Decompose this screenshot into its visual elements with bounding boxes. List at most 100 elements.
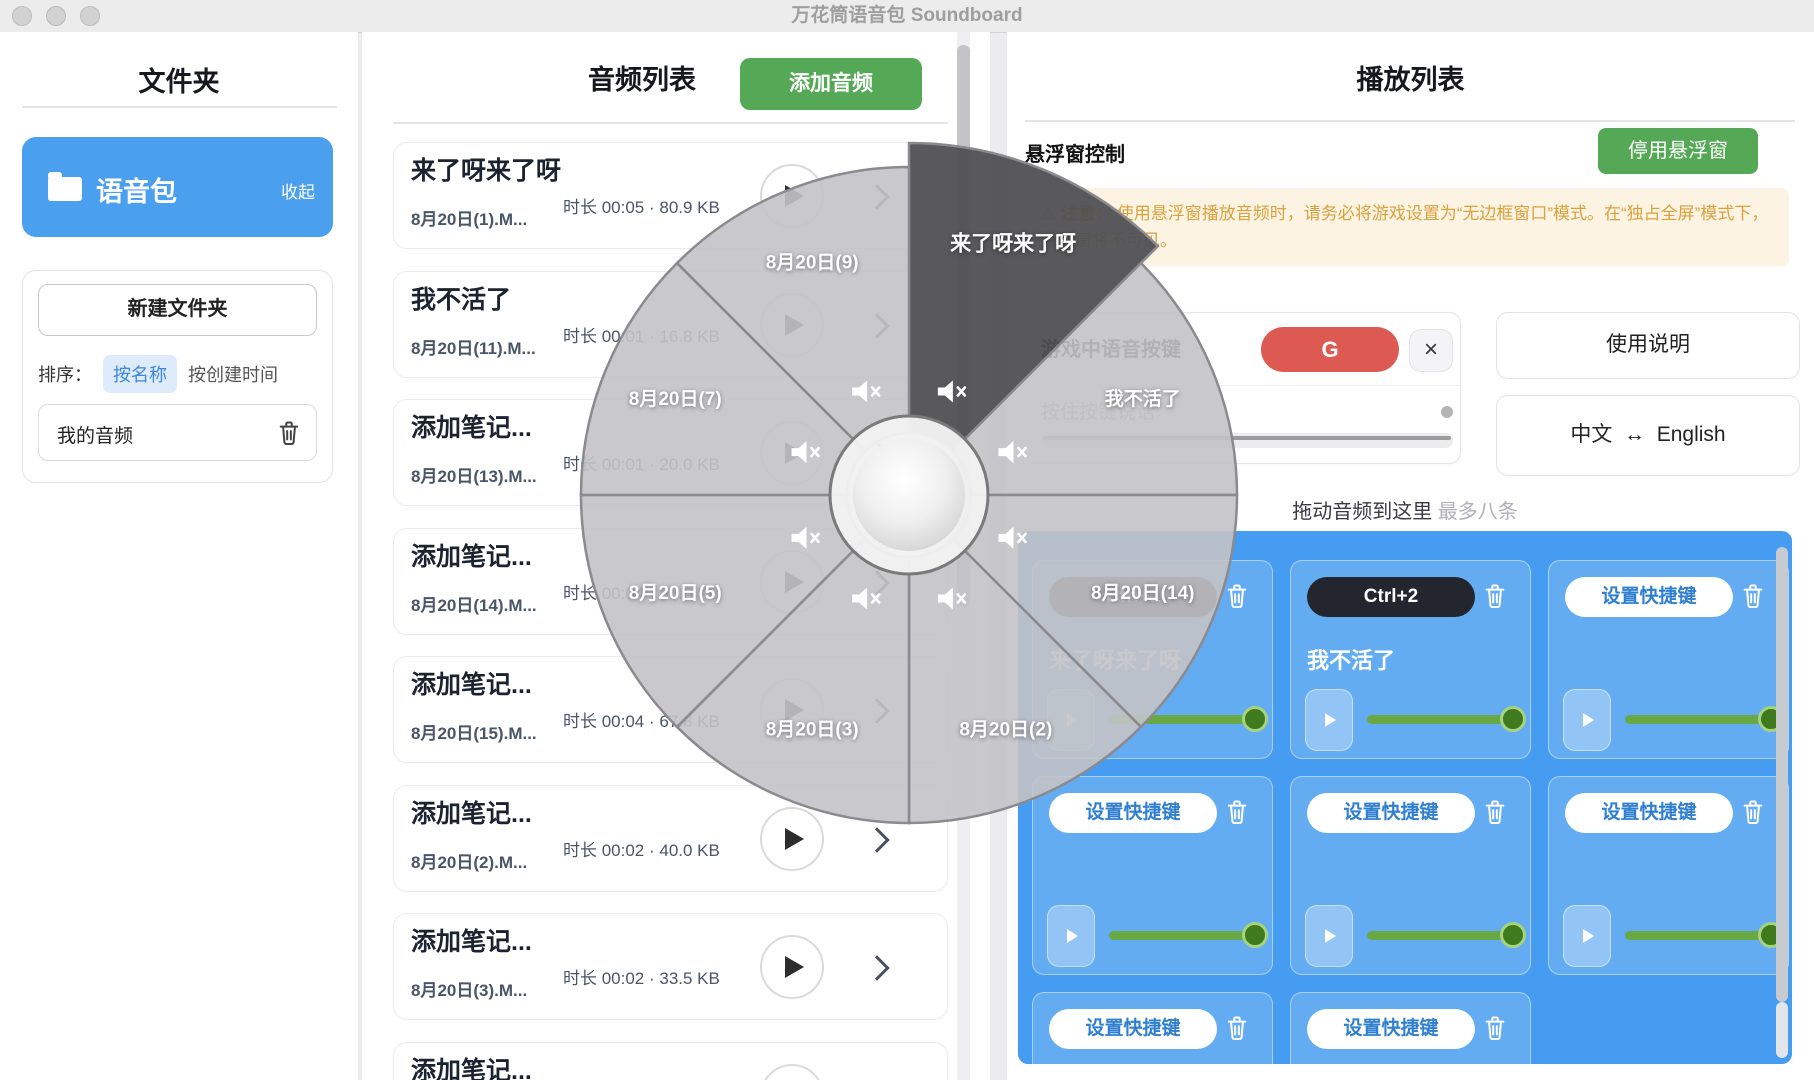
shortcut-pill[interactable]: Ctrl+2 — [1307, 577, 1475, 617]
scrollbar-track[interactable] — [1776, 1002, 1788, 1058]
audio-item-title: 添加笔记... — [411, 928, 532, 956]
folder-list-item[interactable]: 我的音频 — [38, 404, 317, 461]
trash-icon[interactable] — [1226, 799, 1248, 825]
audio-item-filename: 8月20日(14).M... — [411, 595, 537, 615]
chevron-right-icon[interactable] — [864, 826, 890, 853]
audio-item-filename: 8月20日(11).M... — [411, 338, 536, 358]
audio-item-title: 我不活了 — [411, 285, 512, 314]
voice-key-value-button[interactable]: G — [1261, 327, 1399, 372]
folder-tools-card: 新建文件夹 排序： 按名称 按创建时间 我的音频 — [22, 270, 333, 483]
trash-icon[interactable] — [1226, 583, 1248, 609]
audio-item-title: 添加笔记... — [411, 1056, 532, 1080]
float-window-control-label: 悬浮窗控制 — [1025, 144, 1125, 166]
sort-by-name-chip[interactable]: 按名称 — [103, 355, 177, 393]
trash-icon[interactable] — [1484, 583, 1506, 609]
trash-icon[interactable] — [1226, 1015, 1248, 1041]
play-icon — [1583, 713, 1594, 727]
shortcut-pill[interactable]: 设置快捷键 — [1565, 793, 1733, 833]
zoom-window-button[interactable] — [80, 6, 100, 26]
audio-item-meta: 时长 00:05 · 80.9 KB — [563, 198, 720, 217]
playlist-title: 播放列表 — [1356, 65, 1465, 95]
audio-item-filename: 8月20日(1).M... — [411, 210, 528, 229]
drop-zone-hint: 拖动音频到这里 最多八条 — [1018, 495, 1792, 524]
sort-by-time-option[interactable]: 按创建时间 — [188, 365, 278, 385]
trash-icon[interactable] — [1742, 799, 1764, 825]
clear-key-button[interactable]: × — [1409, 329, 1453, 372]
chevron-right-icon[interactable] — [864, 955, 890, 981]
shortcut-pill[interactable]: 设置快捷键 — [1049, 1009, 1217, 1049]
drop-hint-limit: 最多八条 — [1437, 501, 1518, 523]
audio-list-item[interactable]: 添加笔记... — [393, 1041, 948, 1080]
volume-slider-knob[interactable] — [1500, 706, 1526, 732]
audio-list-title: 音频列表 — [588, 65, 696, 95]
playlist-slot[interactable]: 设置快捷键 — [1290, 776, 1531, 975]
sort-row: 排序： 按名称 按创建时间 — [38, 355, 317, 393]
playlist-slot[interactable]: 设置快捷键 — [1548, 776, 1789, 975]
volume-slider-knob[interactable] — [1242, 706, 1268, 732]
new-folder-button[interactable]: 新建文件夹 — [38, 284, 317, 336]
play-icon — [1325, 929, 1336, 943]
divider — [1025, 120, 1795, 122]
shortcut-pill[interactable]: 设置快捷键 — [1307, 793, 1475, 833]
titlebar: 万花筒语音包 Soundboard — [0, 0, 1814, 33]
play-icon — [785, 827, 804, 850]
audio-item-meta: 时长 00:02 · 40.0 KB — [563, 840, 720, 860]
language-toggle-button[interactable]: 中文 ↔ English — [1496, 395, 1800, 476]
trash-icon[interactable] — [1484, 1015, 1506, 1041]
volume-slider[interactable] — [1625, 715, 1774, 724]
audio-item-meta: 时长 00:02 · 33.5 KB — [563, 969, 720, 988]
play-button[interactable] — [760, 806, 824, 871]
trash-icon[interactable] — [1484, 799, 1506, 825]
help-button[interactable]: 使用说明 — [1496, 312, 1800, 379]
volume-slider[interactable] — [1109, 715, 1258, 724]
divider — [1022, 385, 1462, 386]
volume-slider-knob[interactable] — [1242, 922, 1268, 948]
volume-slider-knob[interactable] — [1500, 922, 1526, 948]
playlist-slot[interactable]: 设置快捷键 — [1032, 992, 1273, 1064]
close-window-button[interactable] — [12, 6, 32, 26]
swap-arrow-icon: ↔ — [1624, 423, 1646, 446]
slot-audio-label: 我不活了 — [1307, 648, 1396, 673]
playlist-slot[interactable]: 设置快捷键 — [1548, 560, 1789, 759]
collapse-button[interactable]: 收起 — [281, 183, 315, 202]
volume-slider[interactable] — [1367, 931, 1516, 940]
play-button[interactable] — [760, 1063, 824, 1080]
playlist-slot[interactable]: 设置快捷键 — [1290, 992, 1531, 1064]
add-audio-button[interactable]: 添加音频 — [740, 58, 922, 110]
play-icon — [1325, 713, 1336, 727]
trash-icon[interactable] — [1742, 583, 1764, 609]
audio-item-title: 添加笔记... — [411, 414, 532, 442]
slot-play-button[interactable] — [1563, 689, 1611, 751]
folder-card-voicepack[interactable]: 语音包 收起 — [22, 137, 333, 237]
scrollbar-thumb[interactable] — [1776, 547, 1788, 1002]
slot-play-button[interactable] — [1305, 905, 1353, 967]
volume-slider[interactable] — [1109, 931, 1258, 940]
folder-name: 语音包 — [96, 177, 177, 207]
slot-play-button[interactable] — [1563, 905, 1611, 967]
audio-item-title: 添加笔记... — [411, 542, 532, 571]
shortcut-pill[interactable]: 设置快捷键 — [1307, 1009, 1475, 1049]
level-indicator-dot — [1441, 406, 1453, 418]
window-title: 万花筒语音包 Soundboard — [791, 5, 1023, 26]
volume-slider[interactable] — [1367, 715, 1516, 724]
audio-list-item[interactable]: 添加笔记... 8月20日(3).M... 时长 00:02 · 33.5 KB — [393, 913, 948, 1020]
slot-play-button[interactable] — [1047, 905, 1095, 967]
playlist-slot[interactable]: Ctrl+2 我不活了 — [1290, 560, 1531, 759]
slot-play-button[interactable] — [1305, 689, 1353, 751]
audio-item-title: 添加笔记... — [411, 671, 532, 699]
volume-slider[interactable] — [1625, 931, 1774, 940]
minimize-window-button[interactable] — [46, 6, 66, 26]
audio-item-filename: 8月20日(3).M... — [411, 981, 528, 1000]
trash-icon[interactable] — [278, 420, 300, 446]
lang-zh-label: 中文 — [1570, 423, 1613, 446]
audio-item-filename: 8月20日(15).M... — [411, 724, 537, 743]
play-icon — [785, 956, 804, 978]
playlist-slot[interactable]: 设置快捷键 — [1032, 776, 1273, 975]
shortcut-pill[interactable]: 设置快捷键 — [1565, 577, 1733, 617]
disable-float-window-button[interactable]: 停用悬浮窗 — [1598, 128, 1758, 174]
play-button[interactable] — [760, 935, 824, 999]
audio-item-filename: 8月20日(13).M... — [411, 467, 537, 486]
shortcut-pill[interactable]: 设置快捷键 — [1049, 793, 1217, 833]
